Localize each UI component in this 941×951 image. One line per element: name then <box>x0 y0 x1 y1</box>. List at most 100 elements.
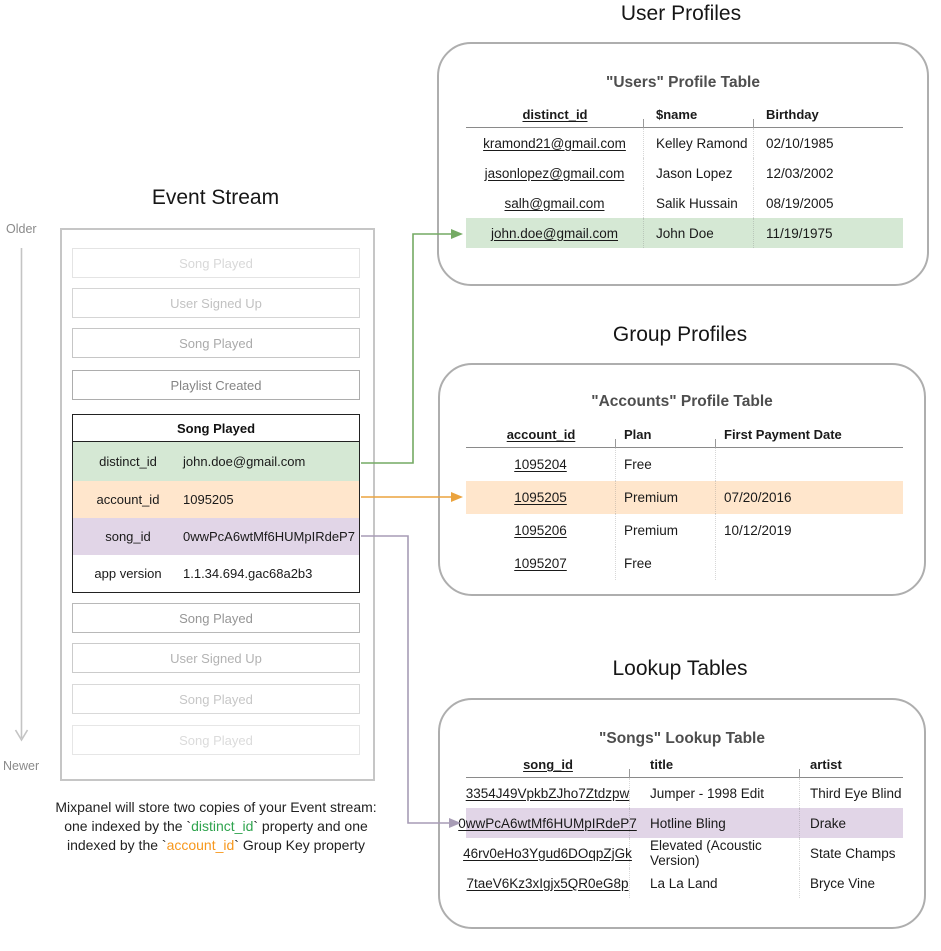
event-property-row: distinct_id john.doe@gmail.com <box>73 442 359 481</box>
caption-text: one indexed by the ` <box>64 818 192 834</box>
table-cell: jasonlopez@gmail.com <box>484 165 625 181</box>
caption-text: indexed by the ` <box>66 837 167 853</box>
event-property-row: account_id 1095205 <box>73 481 359 518</box>
table-header-row: distinct_id $name Birthday <box>466 102 903 128</box>
lookup-tables-title: Lookup Tables <box>612 657 748 680</box>
column-header: account_id <box>506 427 576 442</box>
event-box: Song Played <box>72 684 360 714</box>
table-cell: 1095206 <box>514 523 567 538</box>
table-row: 1095207 Free <box>466 547 903 580</box>
property-key: app version <box>94 566 162 581</box>
column-header: $name <box>644 102 754 128</box>
event-box: Song Played <box>72 248 360 278</box>
table-cell: kramond21@gmail.com <box>483 135 626 151</box>
expanded-event-table: Song Played distinct_id john.doe@gmail.c… <box>72 414 360 593</box>
column-header: distinct_id <box>522 107 588 122</box>
table-cell: Jumper - 1998 Edit <box>630 778 800 808</box>
property-key: song_id <box>105 529 151 544</box>
caption-text: ` property and one <box>253 818 368 834</box>
event-property-row: song_id 0wwPcA6wtMf6HUMpIRdeP7 <box>73 518 359 555</box>
table-cell: John Doe <box>644 218 754 248</box>
table-cell: 7taeV6Kz3xIgjx5QR0eG8p <box>466 875 629 891</box>
table-cell: Premium <box>616 481 716 514</box>
table-cell: Elevated (Acoustic Version) <box>630 838 800 868</box>
table-header-row: song_id title artist <box>466 752 903 778</box>
table-cell: 07/20/2016 <box>724 490 792 505</box>
table-row: 1095206 Premium 10/12/2019 <box>466 514 903 547</box>
property-value: 1.1.34.694.gac68a2b3 <box>183 566 313 581</box>
event-name-header: Song Played <box>73 415 359 442</box>
songs-table: song_id title artist 3354J49VpkbZJho7Ztd… <box>458 752 903 898</box>
table-row-highlighted: 0wwPcA6wtMf6HUMpIRdeP7 Hotline Bling Dra… <box>458 808 903 838</box>
table-cell: Kelley Ramond <box>644 128 754 158</box>
newer-label: Newer <box>3 759 40 773</box>
table-cell: 3354J49VpkbZJho7Ztdzpw <box>465 785 630 801</box>
table-row: 46rv0eHo3Ygud6DOqpZjGk Elevated (Acousti… <box>463 838 903 868</box>
table-row: jasonlopez@gmail.com Jason Lopez 12/03/2… <box>466 158 903 188</box>
property-value: john.doe@gmail.com <box>183 454 306 469</box>
table-cell: 11/19/1975 <box>766 225 833 241</box>
songs-table-title: "Songs" Lookup Table <box>599 730 765 747</box>
table-row: 3354J49VpkbZJho7Ztdzpw Jumper - 1998 Edi… <box>466 778 903 808</box>
table-cell: 10/12/2019 <box>724 523 792 538</box>
event-box: Song Played <box>72 603 360 633</box>
table-cell: Salik Hussain <box>644 188 754 218</box>
table-cell: 12/03/2002 <box>766 165 834 181</box>
column-header: artist <box>810 757 842 772</box>
event-box: Song Played <box>72 725 360 755</box>
event-stream-title: Event Stream <box>151 186 280 209</box>
table-cell: salh@gmail.com <box>504 195 605 211</box>
table-row-highlighted: 1095205 Premium 07/20/2016 <box>466 481 903 514</box>
table-cell: 46rv0eHo3Ygud6DOqpZjGk <box>463 845 632 861</box>
table-cell: Drake <box>810 815 847 831</box>
column-header: First Payment Date <box>724 427 842 442</box>
table-cell: Third Eye Blind <box>810 785 902 801</box>
songs-lookup-card: "Songs" Lookup Table song_id title artis… <box>438 698 940 943</box>
table-cell: Free <box>616 448 716 481</box>
table-cell: Free <box>616 547 716 580</box>
table-cell: 02/10/1985 <box>766 135 834 151</box>
table-cell: 0wwPcA6wtMf6HUMpIRdeP7 <box>458 815 637 831</box>
table-cell: Bryce Vine <box>810 875 876 891</box>
table-cell: La La Land <box>630 868 800 898</box>
caption-text: ` Group Key property <box>234 837 366 853</box>
users-profile-card: "Users" Profile Table distinct_id $name … <box>437 42 929 286</box>
column-header: song_id <box>523 757 573 772</box>
distinct-id-token: distinct_id <box>191 818 254 834</box>
event-property-row: app version 1.1.34.694.gac68a2b3 <box>73 555 359 592</box>
event-box: User Signed Up <box>72 288 360 318</box>
caption-line: one indexed by the `distinct_id` propert… <box>10 817 422 836</box>
table-cell: Jason Lopez <box>644 158 754 188</box>
table-row: salh@gmail.com Salik Hussain 08/19/2005 <box>466 188 903 218</box>
table-cell: State Champs <box>810 845 896 861</box>
event-stream-panel: Song Played User Signed Up Song Played P… <box>60 228 383 789</box>
users-table: distinct_id $name Birthday kramond21@gma… <box>466 102 903 248</box>
property-key: account_id <box>96 492 160 507</box>
caption-line: indexed by the `account_id` Group Key pr… <box>10 836 422 855</box>
property-value: 1095205 <box>183 492 234 507</box>
event-box: Playlist Created <box>72 370 360 400</box>
accounts-table-title: "Accounts" Profile Table <box>591 393 773 410</box>
table-row-highlighted: john.doe@gmail.com John Doe 11/19/1975 <box>466 218 903 248</box>
older-label: Older <box>6 222 37 236</box>
accounts-table: account_id Plan First Payment Date 10952… <box>466 422 903 580</box>
timeline-arrowhead-icon <box>14 729 29 742</box>
table-cell: 08/19/2005 <box>766 195 834 211</box>
table-cell: 1095207 <box>514 556 567 571</box>
account-id-token: account_id <box>166 837 235 853</box>
property-value: 0wwPcA6wtMf6HUMpIRdeP7 <box>183 529 355 544</box>
group-profiles-title: Group Profiles <box>612 323 748 346</box>
table-row: 1095204 Free <box>466 448 903 481</box>
table-cell: 1095205 <box>514 490 567 505</box>
event-box: Song Played <box>72 328 360 358</box>
table-cell <box>716 448 903 481</box>
table-cell <box>716 547 903 580</box>
caption-line: Mixpanel will store two copies of your E… <box>55 799 377 815</box>
table-row: 7taeV6Kz3xIgjx5QR0eG8p La La Land Bryce … <box>466 868 903 898</box>
column-header: title <box>630 752 800 778</box>
event-box: User Signed Up <box>72 643 360 673</box>
footnote-caption: Mixpanel will store two copies of your E… <box>10 798 422 855</box>
column-header: Plan <box>616 422 716 448</box>
table-cell: Hotline Bling <box>630 808 800 838</box>
